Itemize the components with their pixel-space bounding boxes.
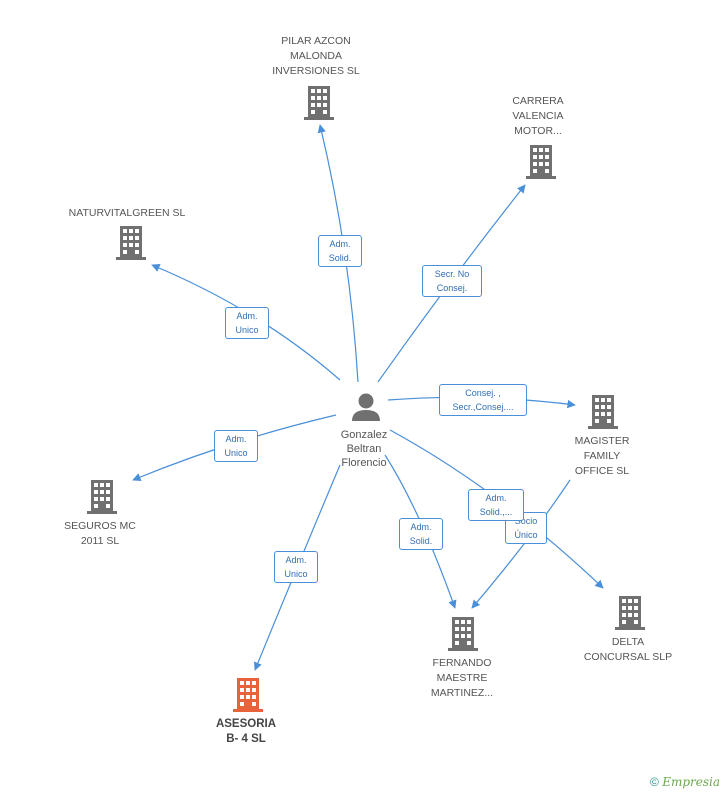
edge-label-line: Consej. ,: [465, 388, 501, 398]
edge-label-pilar[interactable]: Adm. Solid.: [318, 235, 362, 267]
nodes-layer: [87, 86, 645, 712]
edge-label-line: Adm.: [236, 311, 258, 321]
company-label-naturvital[interactable]: NATURVITALGREEN SL: [57, 206, 197, 221]
company-label-line: INVERSIONES SL: [272, 65, 360, 77]
person-label[interactable]: Gonzalez Beltran Florencio: [294, 428, 434, 470]
edge-label-line: Único: [514, 530, 538, 540]
company-label-fernando[interactable]: FERNANDO MAESTRE MARTINEZ...: [392, 656, 532, 701]
company-label-seguros[interactable]: SEGUROS MC 2011 SL: [30, 519, 170, 549]
building-icon-naturvital[interactable]: [116, 226, 146, 260]
edge-label-line: Consej.: [436, 283, 468, 293]
person-label-line: Florencio: [341, 457, 387, 469]
company-label-line: 2011 SL: [80, 535, 120, 547]
edge-label-naturvital[interactable]: Adm. Unico: [225, 307, 269, 339]
company-label-line: CARRERA: [512, 95, 564, 107]
company-label-line: DELTA: [611, 636, 645, 648]
company-label-line: MARTINEZ...: [430, 687, 494, 699]
edge-label-line: Adm.: [225, 434, 247, 444]
edge-label-line: Solid.: [328, 253, 352, 263]
copyright-icon: ©: [650, 775, 659, 789]
building-icon-fernando[interactable]: [448, 617, 478, 651]
edge-label-line: Adm.: [410, 522, 432, 532]
edge-label-line: Secr.,Consej....: [452, 402, 514, 412]
edge-label-line: Adm.: [485, 493, 507, 503]
company-label-line: MAGISTER: [574, 435, 630, 447]
company-label-line: MOTOR...: [514, 125, 562, 137]
person-icon[interactable]: [352, 393, 380, 422]
edge-label-magister[interactable]: Consej. , Secr.,Consej....: [439, 384, 527, 416]
company-label-line: ASESORIA: [215, 718, 277, 730]
company-label-line: B- 4 SL: [226, 733, 266, 745]
edge-label-line: Unico: [284, 569, 308, 579]
company-label-pilar[interactable]: PILAR AZCON MALONDA INVERSIONES SL: [246, 34, 386, 79]
copyright-notice: © Empresia: [650, 775, 720, 789]
building-icon-asesoria[interactable]: [233, 678, 263, 712]
building-icon-carrera[interactable]: [526, 145, 556, 179]
company-label-delta[interactable]: DELTA CONCURSAL SLP: [558, 635, 698, 665]
company-label-line: FERNANDO: [432, 657, 492, 669]
edge-label-fernando-magister[interactable]: Socio Único: [505, 512, 547, 544]
company-label-line: VALENCIA: [512, 110, 564, 122]
edge-label-fernando-person[interactable]: Adm. Solid.: [399, 518, 443, 550]
edge-label-line: Unico: [235, 325, 259, 335]
edge-label-delta[interactable]: Adm. Solid.,...: [468, 489, 524, 521]
person-label-line: Beltran: [346, 443, 382, 455]
edge-label-line: Socio: [514, 516, 538, 526]
edge-label-line: Unico: [224, 448, 248, 458]
company-label-asesoria[interactable]: ASESORIA B- 4 SL: [176, 717, 316, 747]
edge-label-line: Secr. No: [434, 269, 470, 279]
company-label-line: PILAR AZCON: [281, 35, 351, 47]
building-icon-magister[interactable]: [588, 395, 618, 429]
company-label-line: NATURVITALGREEN SL: [68, 207, 186, 219]
building-icon-delta[interactable]: [615, 596, 645, 630]
edge-label-line: Solid.: [409, 536, 433, 546]
company-label-line: MAESTRE: [436, 672, 488, 684]
company-label-line: OFFICE SL: [574, 465, 630, 477]
edge-label-line: Adm.: [329, 239, 351, 249]
company-label-carrera[interactable]: CARRERA VALENCIA MOTOR...: [468, 94, 608, 139]
company-label-line: FAMILY: [583, 450, 621, 462]
edge-label-line: Adm.: [285, 555, 307, 565]
company-label-line: MALONDA: [290, 50, 342, 62]
company-label-magister[interactable]: MAGISTER FAMILY OFFICE SL: [532, 434, 672, 479]
edge-label-carrera[interactable]: Secr. No Consej.: [422, 265, 482, 297]
person-label-line: Gonzalez: [340, 429, 388, 441]
building-icon-pilar[interactable]: [304, 86, 334, 120]
company-label-line: SEGUROS MC: [64, 520, 136, 532]
edge-label-seguros[interactable]: Adm. Unico: [214, 430, 258, 462]
company-label-line: CONCURSAL SLP: [583, 651, 673, 663]
brand-logo: Empresia: [662, 775, 720, 789]
edge-label-asesoria[interactable]: Adm. Unico: [274, 551, 318, 583]
edge-label-line: Solid.,...: [479, 507, 513, 517]
building-icon-seguros[interactable]: [87, 480, 117, 514]
